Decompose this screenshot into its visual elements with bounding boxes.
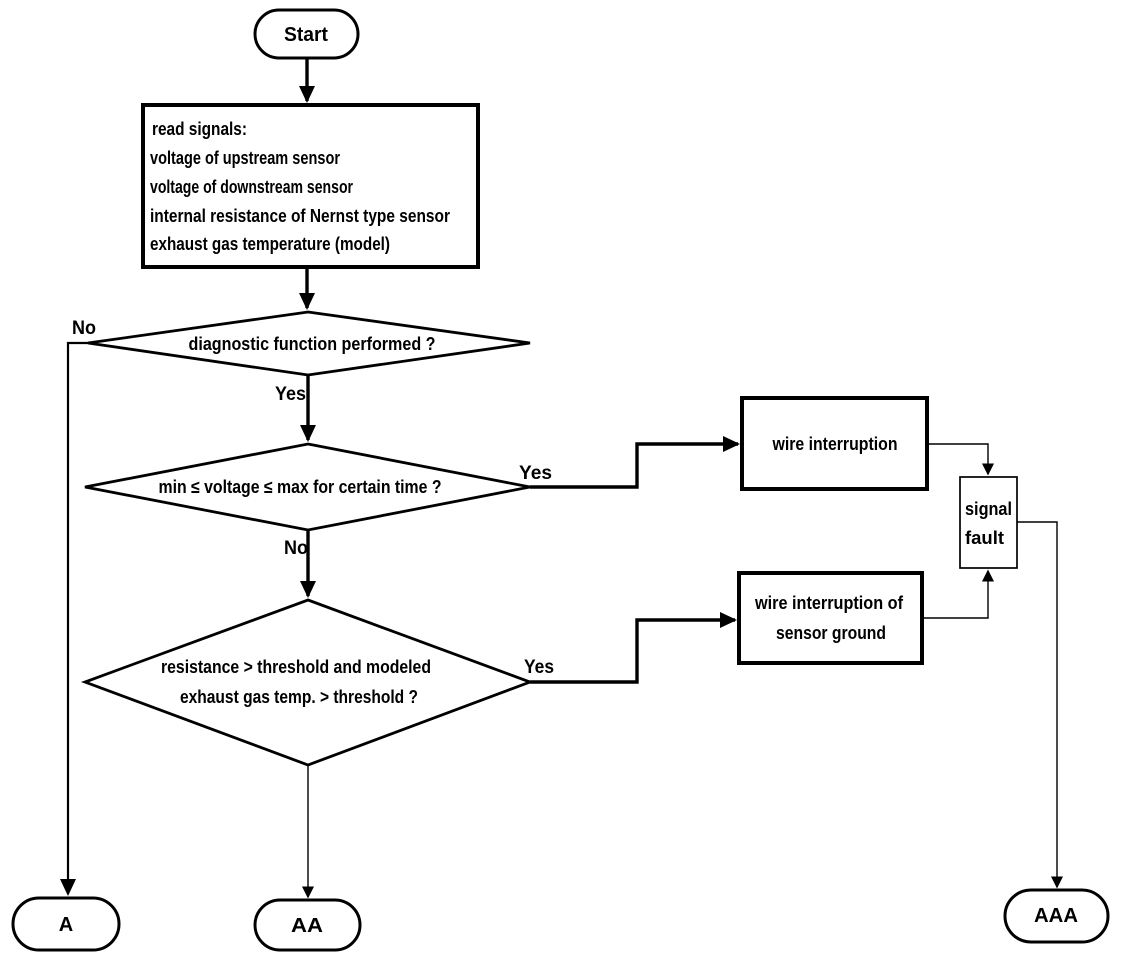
edge-diagnostic-no-to-terminal-a: [60, 341, 88, 896]
edge-labels: No Yes Yes No Yes: [72, 318, 554, 678]
wire-interruption-box: [740, 396, 929, 491]
node-terminal-a: A: [11, 896, 121, 952]
signal-fault-line-2: fault: [965, 528, 1004, 548]
node-signal-fault: signal fault: [959, 476, 1018, 569]
decision-diagnostic-shape: [87, 310, 531, 377]
edge-wire-interruption-to-signal-fault: [927, 443, 994, 476]
terminal-aaa-label: AAA: [1034, 905, 1078, 927]
terminal-a-shape: [11, 896, 121, 952]
edge-resistance-yes-to-wire-interruption-ground: [530, 612, 737, 684]
terminal-aa-shape: [253, 898, 362, 952]
read-signals-box: [141, 103, 480, 269]
decision-resistance-line-2: exhaust gas temp. > threshold ?: [180, 687, 418, 707]
node-decision-diagnostic: diagnostic function performed ?: [87, 310, 531, 377]
edge-label-yes-diagnostic: Yes: [275, 384, 306, 405]
decision-voltage-shape: [84, 442, 531, 532]
node-read-signals: read signals: voltage of upstream sensor…: [141, 103, 480, 269]
node-decision-resistance: resistance > threshold and modeled exhau…: [80, 598, 535, 767]
edge-wire-interruption-ground-to-signal-fault: [922, 569, 994, 619]
node-decision-voltage: min ≤ voltage ≤ max for certain time ?: [84, 442, 531, 532]
read-signals-line-5: exhaust gas temperature (model): [150, 234, 390, 254]
node-terminal-aa: AA: [253, 898, 362, 952]
node-start: Start: [253, 8, 360, 60]
edge-label-yes-voltage: Yes: [519, 463, 552, 484]
read-signals-line-1: read signals:: [152, 119, 247, 139]
edge-signal-fault-to-terminal-aaa: [1017, 521, 1063, 889]
wire-interruption-ground-box: [737, 571, 924, 665]
node-wire-interruption-ground: wire interruption of sensor ground: [737, 571, 924, 665]
decision-diagnostic-label: diagnostic function performed ?: [189, 334, 436, 354]
wire-interruption-ground-line-1: wire interruption of: [754, 593, 904, 613]
wire-interruption-ground-line-2: sensor ground: [776, 623, 886, 643]
decision-voltage-label: min ≤ voltage ≤ max for certain time ?: [159, 477, 442, 497]
edge-label-yes-resistance: Yes: [524, 657, 554, 678]
signal-fault-line-1: signal: [965, 499, 1012, 519]
wire-interruption-label: wire interruption: [772, 434, 898, 454]
start-label: Start: [284, 24, 328, 46]
terminal-aa-label: AA: [291, 915, 323, 937]
node-wire-interruption: wire interruption: [740, 396, 929, 491]
start-terminal-shape: [253, 8, 360, 60]
read-signals-line-2: voltage of upstream sensor: [150, 148, 340, 168]
read-signals-line-3: voltage of downstream sensor: [150, 177, 353, 197]
read-signals-line-4: internal resistance of Nernst type senso…: [150, 206, 450, 226]
node-terminal-aaa: AAA: [1003, 888, 1110, 944]
signal-fault-box: [959, 476, 1018, 569]
nodes: Start read signals: voltage of upstream …: [11, 8, 1110, 952]
edge-label-no-diagnostic: No: [72, 318, 96, 339]
edge-label-no-voltage: No: [284, 538, 308, 559]
edges: [60, 58, 1063, 899]
terminal-a-label: A: [59, 914, 73, 936]
terminal-aaa-shape: [1003, 888, 1110, 944]
decision-resistance-shape: [80, 598, 535, 767]
edge-voltage-yes-to-wire-interruption: [530, 436, 740, 489]
decision-resistance-line-1: resistance > threshold and modeled: [161, 657, 431, 677]
